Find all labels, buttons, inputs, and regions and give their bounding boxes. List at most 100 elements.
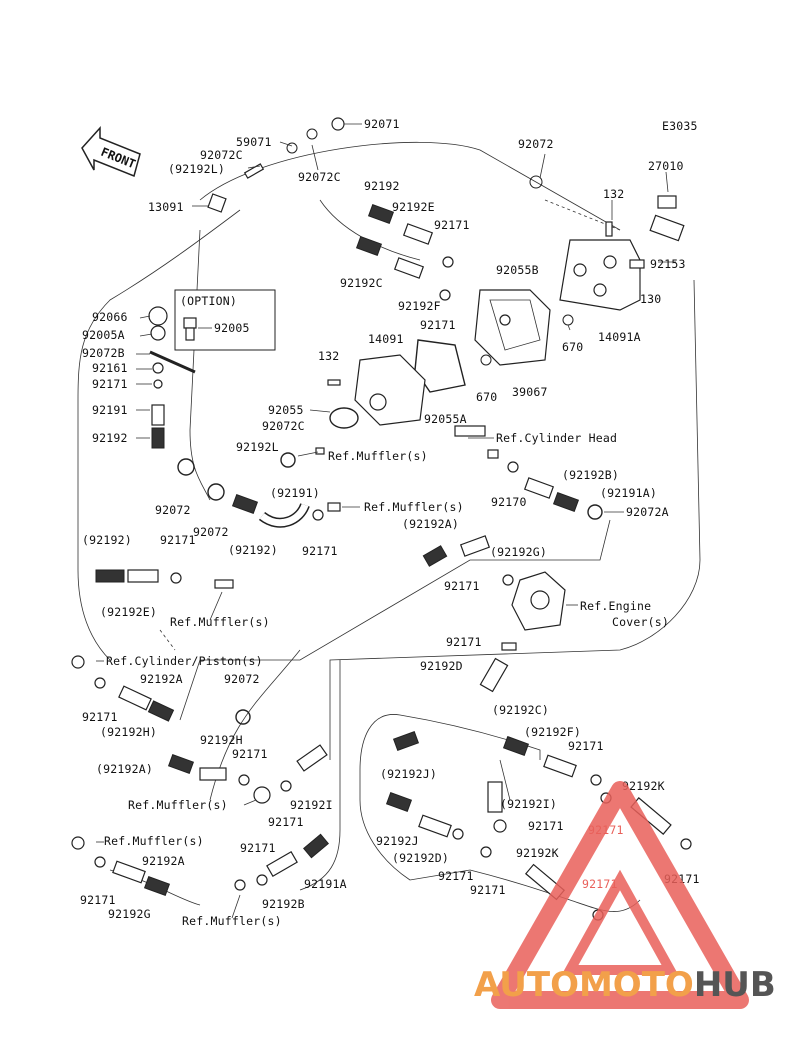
- label-92192k-a: 92192K: [622, 779, 665, 793]
- label-92191a-paren: (92191A): [600, 486, 657, 500]
- label-92192a-paren-a: (92192A): [402, 517, 459, 531]
- o-ring-92055: [329, 407, 359, 429]
- label-92171-k: 92171: [268, 815, 304, 829]
- label-670-b: 670: [476, 390, 497, 404]
- front-arrow: FRONT: [81, 126, 141, 178]
- label-92171-c: 92171: [92, 377, 128, 391]
- label-cover-s: Cover(s): [612, 615, 669, 629]
- label-92072c-c: 92072C: [262, 419, 305, 433]
- label-92192k-b: 92192K: [516, 846, 559, 860]
- label-92171-l: 92171: [528, 819, 564, 833]
- label-ref-muffler-f: Ref.Muffler(s): [182, 914, 282, 928]
- label-92005a: 92005A: [82, 328, 125, 342]
- part-labels: 92071 59071 92072C (92192L) 92072C 13091…: [80, 117, 699, 928]
- label-92055: 92055: [268, 403, 304, 417]
- label-92192a-paren-b: (92192A): [96, 762, 153, 776]
- label-92192i: 92192I: [290, 798, 333, 812]
- label-92071: 92071: [364, 117, 400, 131]
- label-92171-a: 92171: [434, 218, 470, 232]
- label-92191: 92191: [92, 403, 128, 417]
- label-92192j: 92192J: [376, 834, 419, 848]
- watermark-triangle: [491, 781, 749, 1009]
- label-ref-engine: Ref.Engine: [580, 599, 651, 613]
- option-box: (OPTION): [174, 289, 276, 351]
- label-92192d-paren: (92192D): [392, 851, 449, 865]
- watermark-text: AUTOMOTOHUB: [474, 965, 776, 1005]
- label-59071: 59071: [236, 135, 272, 149]
- label-92192l: 92192L: [236, 440, 279, 454]
- label-92072c-b: 92072C: [298, 170, 341, 184]
- label-92192b-paren: (92192B): [562, 468, 619, 482]
- label-132-mid: 132: [318, 349, 339, 363]
- label-92192-left: 92192: [92, 431, 128, 445]
- label-92192d: 92192D: [420, 659, 463, 673]
- label-92171-m: 92171: [240, 841, 276, 855]
- label-92192f-paren: (92192F): [524, 725, 581, 739]
- label-ref-cylinder-head: Ref.Cylinder Head: [496, 431, 617, 445]
- label-92192-paren-a: (92192): [82, 533, 132, 547]
- label-13091: 13091: [148, 200, 184, 214]
- label-92066: 92066: [92, 310, 128, 324]
- label-92072b: 92072B: [82, 346, 125, 360]
- label-92072-a: 92072: [155, 503, 191, 517]
- label-92072-c: 92072: [224, 672, 260, 686]
- label-27010: 27010: [648, 159, 684, 173]
- label-92192c: 92192C: [340, 276, 383, 290]
- label-92171-f: 92171: [444, 579, 480, 593]
- label-92171-h: 92171: [82, 710, 118, 724]
- watermark: [491, 781, 749, 1009]
- label-ref-muffler-c: Ref.Muffler(s): [170, 615, 270, 629]
- label-92192a-a: 92192A: [140, 672, 183, 686]
- valve-plate-14091A: [559, 239, 641, 311]
- label-92192h-paren: (92192H): [100, 725, 157, 739]
- watermark-inner-triangle: [561, 869, 679, 975]
- label-92171-d: 92171: [160, 533, 196, 547]
- label-130: 130: [640, 292, 661, 306]
- label-39067: 39067: [512, 385, 548, 399]
- clamps-and-fittings: [71, 117, 692, 921]
- label-92055a: 92055A: [424, 412, 467, 426]
- gasket-92055A: [414, 339, 466, 393]
- label-92192j-paren: (92192J): [380, 767, 437, 781]
- label-670-a: 670: [562, 340, 583, 354]
- watermark-text-part2: HUB: [694, 965, 776, 1005]
- label-14091a: 14091A: [598, 330, 641, 344]
- label-ref-muffler-b: Ref.Muffler(s): [364, 500, 464, 514]
- label-92191a: 92191A: [304, 877, 347, 891]
- label-92192f: 92192F: [398, 299, 441, 313]
- label-92192a-b: 92192A: [142, 854, 185, 868]
- watermark-text-part1: AUTOMOTO: [474, 965, 694, 1005]
- label-92171-q: 92171: [80, 893, 116, 907]
- label-92171-red-b: 92171: [582, 877, 618, 891]
- option-label: (OPTION): [180, 294, 237, 308]
- label-92171-j: 92171: [568, 739, 604, 753]
- label-92055b: 92055B: [496, 263, 539, 277]
- valve-plate-14091: [354, 354, 426, 426]
- label-92192l-paren: (92192L): [168, 162, 225, 176]
- label-ref-muffler-a: Ref.Muffler(s): [328, 449, 428, 463]
- label-14091: 14091: [368, 332, 404, 346]
- label-92192e-paren: (92192E): [100, 605, 157, 619]
- label-92192-paren-b: (92192): [228, 543, 278, 557]
- label-92170: 92170: [491, 495, 527, 509]
- label-92192h: 92192H: [200, 733, 243, 747]
- label-92192-top: 92192: [364, 179, 400, 193]
- label-92171-i: 92171: [232, 747, 268, 761]
- label-92171-b: 92171: [420, 318, 456, 332]
- label-ref-muffler-d: Ref.Muffler(s): [128, 798, 228, 812]
- label-92171-n: 92171: [438, 869, 474, 883]
- leader-lines: [96, 123, 676, 919]
- label-92161: 92161: [92, 361, 128, 375]
- label-92192b: 92192B: [262, 897, 305, 911]
- hoses-and-springs: [95, 203, 672, 901]
- label-ref-cylinder-piston: Ref.Cylinder/Piston(s): [106, 654, 263, 668]
- label-92153: 92153: [650, 257, 686, 271]
- label-92171-p: 92171: [470, 883, 506, 897]
- label-92192c-paren: (92192C): [492, 703, 549, 717]
- label-92192g-paren: (92192G): [490, 545, 547, 559]
- label-92072a: 92072A: [626, 505, 669, 519]
- label-92171-g: 92171: [446, 635, 482, 649]
- engine-cover-fitting: [511, 571, 566, 631]
- valve-plate-92055B: [474, 289, 551, 366]
